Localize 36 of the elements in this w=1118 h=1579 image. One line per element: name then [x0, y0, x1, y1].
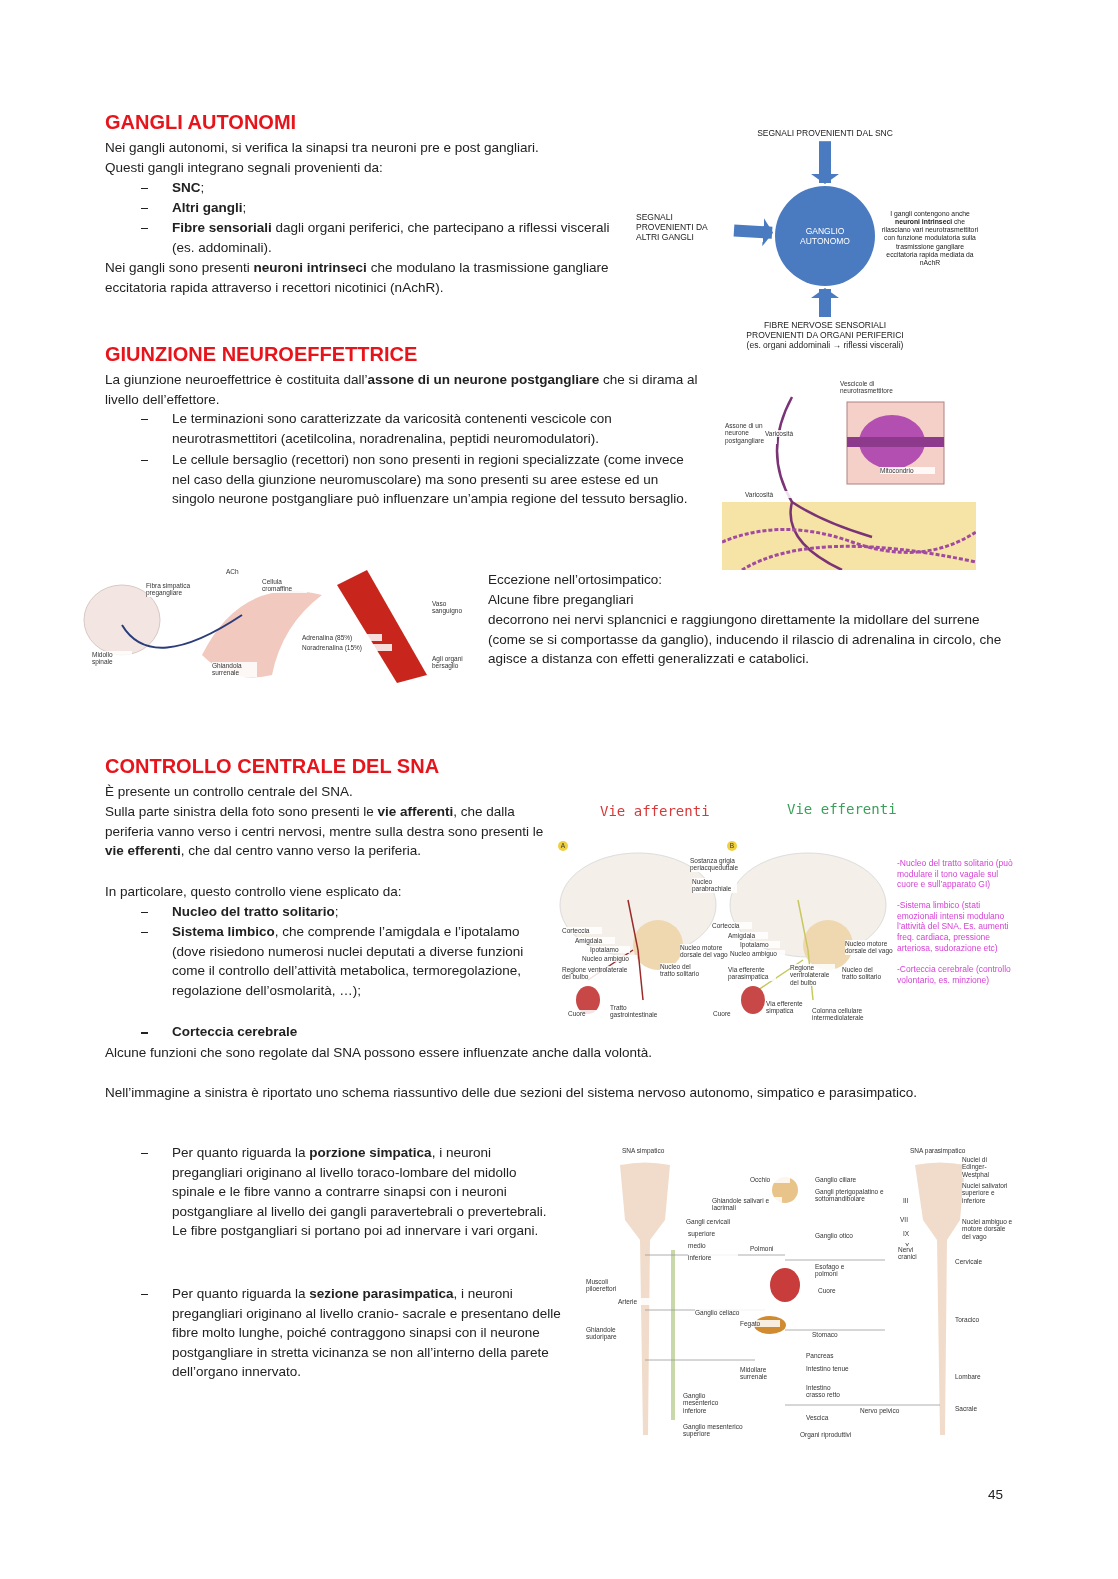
arrow: [811, 288, 839, 317]
signal-label: SEGNALI PROVENIENTI DAL SNC: [735, 128, 915, 139]
list-item: Le terminazioni sono caratterizzate da varicosità contenenti vescicole con neurotrasmettitori (acetilcolina, noradrenalina, peptidi neuromodulatori).: [172, 410, 613, 448]
paragraph: Alcune funzioni che sono regolate dal SNA possono essere influenzate anche dalla volontà.: [105, 1044, 654, 1062]
list-item: Sistema limbico, che comprende l’amigdala e l’ipotalamo (dove risiedono numerosi nuclei deputati a diverse funzioni come il controllo dell’attività metabolica, termoregolazione, regolazione dell’osmolarità, …);: [172, 923, 525, 1000]
signal-label: SEGNALI PROVENIENTI DA ALTRI GANGLI: [636, 212, 731, 243]
list-item: Altri gangli;: [172, 199, 248, 217]
arrow: [811, 141, 839, 184]
paragraph: Eccezione nell’ortosimpatico:: [488, 571, 664, 589]
annotation-note: -Corteccia cerebrale (controllo volontario, es. minzione): [897, 964, 1012, 986]
paragraph: Nei gangli autonomi, si verifica la sinapsi tra neuroni pre e post gangliari.: [105, 139, 540, 157]
list-item: SNC;: [172, 179, 206, 197]
section-heading: GIUNZIONE NEUROEFFETTRICE: [105, 342, 419, 367]
paragraph: Alcune fibre pregangliari: [488, 591, 635, 609]
page-number: 45: [988, 1486, 1005, 1504]
paragraph: Questi gangli integrano segnali provenienti da:: [105, 159, 384, 177]
paragraph: In particolare, questo controllo viene esplicato da:: [105, 883, 403, 901]
section-heading: GANGLI AUTONOMI: [105, 110, 298, 135]
annotation-note: -Sistema limbico (stati emozionali intensi modulano l’attività del SNA. Es. aumenti freq. cardiaca, pressione arteriosa, sudorazione etc): [897, 900, 1010, 954]
section-heading: CONTROLLO CENTRALE DEL SNA: [105, 754, 441, 779]
paragraph: Nei gangli sono presenti neuroni intrinseci che modulano la trasmissione gangliare eccitatoria rapida attraverso i recettori nicotinici (nAchR).: [105, 259, 610, 297]
list-item: Nucleo del tratto solitario;: [172, 903, 340, 921]
list-item: Fibre sensoriali dagli organi periferici, che partecipano a riflessi viscerali (es. addominali).: [172, 219, 611, 257]
paragraph: decorrono nei nervi splancnici e raggiungono direttamente la midollare del surrene (come se si comportasse da ganglio), inducendo il rilascio di adrenalina in circolo, che agisce a distanza con effetti generalizzati e catabolici.: [488, 611, 1003, 669]
signal-label: FIBRE NERVOSE SENSORIALI PROVENIENTI DA ORGANI PERIFERICI (es. organi addominali → riflessi viscerali): [740, 320, 910, 351]
list-item: Per quanto riguarda la sezione parasimpatica, i neuroni pregangliari originano al livello cranio- sacrale e presentano delle fibre molto lunghe, poiché contraggono sinapsi con il neurone postgangliare in stretta vicinanza se non all’interno della parete dell’organo innervato.: [172, 1285, 562, 1382]
paragraph: È presente un controllo centrale del SNA.: [105, 783, 354, 801]
list-item: Corteccia cerebrale: [172, 1023, 299, 1041]
paragraph: Nell’immagine a sinistra è riportato uno schema riassuntivo delle due sezioni del sistema nervoso autonomo, simpatico e parasimpatico.: [105, 1084, 918, 1102]
paragraph: Sulla parte sinistra della foto sono presenti le vie afferenti, che dalla periferia vanno verso i centri nervosi, mentre sulla destra sono presenti le vie efferenti, che dal centro vanno verso la periferia.: [105, 803, 545, 861]
list-item: Le cellule bersaglio (recettori) non sono presenti in regioni specializzate (come invece nel caso della giunzione neuromuscolare) ma sono presenti su aree estese ed un singolo neurone postgangliare può influenzare un’ampia regione del tessuto bersaglio.: [172, 451, 689, 509]
list-item: Per quanto riguarda la porzione simpatica, i neuroni pregangliari originano al livello toraco-lombare del midollo spinale e le fibre vanno a contrarre sinapsi con i neuroni postgangliare al livello dei gangli paravertebrali o prevertebrali. Le fibre postgangliari si portano poi ad innervare i vari organi.: [172, 1144, 548, 1241]
paragraph: La giunzione neuroeffettrice è costituita dall’assone di un neurone postgangliare che si dirama al livello dell’effettore.: [105, 371, 699, 409]
annotation-note: -Nucleo del tratto solitario (può modulare il tono vagale sul cuore e sull’apparato GI): [897, 858, 1014, 890]
arrow: [733, 218, 774, 247]
ganglion-circle: GANGLIO AUTONOMO: [775, 186, 875, 286]
